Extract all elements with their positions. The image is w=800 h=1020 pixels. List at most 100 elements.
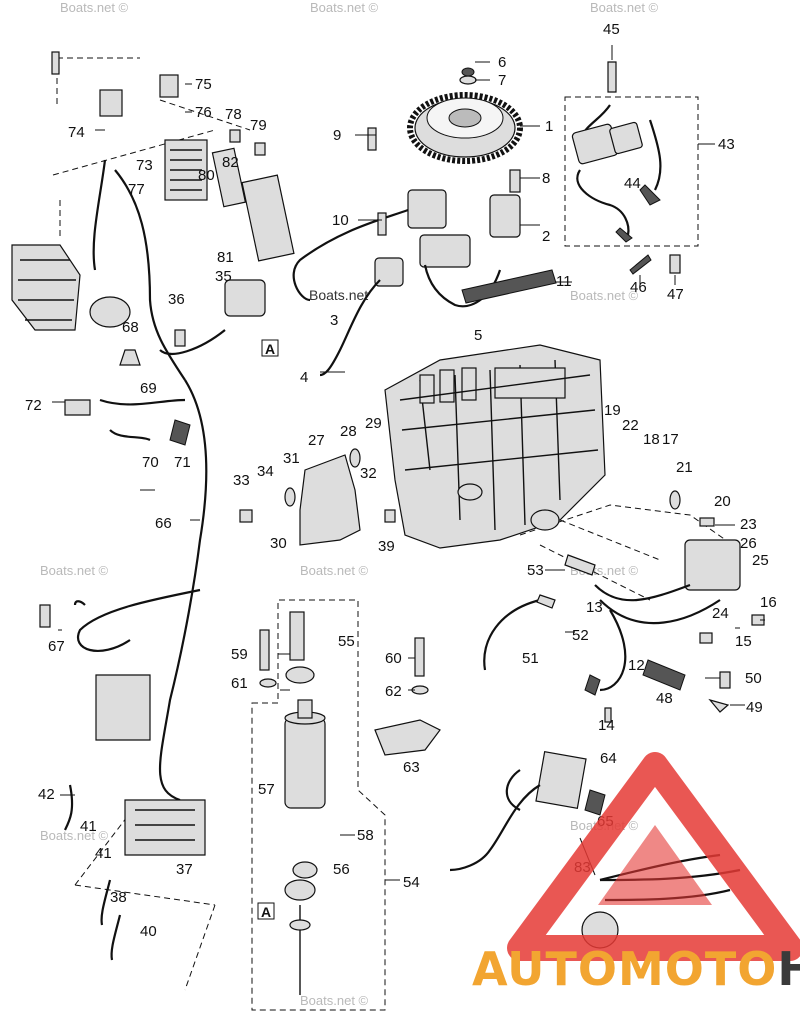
ignition-coil (571, 61, 662, 243)
callout-3: 3 (330, 312, 338, 329)
callout-64: 64 (600, 750, 617, 767)
callout-57: 57 (258, 781, 275, 798)
watermark: Boats.net © (310, 0, 379, 15)
callout-79: 79 (250, 117, 267, 134)
engine-block (384, 344, 606, 549)
callout-6: 6 (498, 54, 506, 71)
logo-hub: HUB (777, 942, 800, 996)
callout-75: 75 (195, 76, 212, 93)
callout-22: 22 (622, 417, 639, 434)
wire-harness-right (483, 539, 741, 696)
left-harness (11, 74, 295, 961)
callout-68: 68 (122, 319, 139, 336)
callout-60: 60 (385, 650, 402, 667)
callout-74: 74 (68, 124, 85, 141)
watermark: Boats.net © (300, 993, 369, 1008)
callout-71: 71 (174, 454, 191, 471)
callout-69: 69 (140, 380, 157, 397)
watermark: Boats.net © (590, 0, 659, 15)
group-line (519, 504, 741, 601)
automotohub-logo: AUTOMOTOHUB (472, 752, 800, 996)
callout-23: 23 (740, 516, 757, 533)
callout-77: 77 (128, 181, 145, 198)
callout-26: 26 (740, 535, 757, 552)
callout-50: 50 (745, 670, 762, 687)
callout-61: 61 (231, 675, 248, 692)
watermark: Boats.net © (60, 0, 129, 15)
callout-45: 45 (603, 21, 620, 38)
callout-73: 73 (136, 157, 153, 174)
starter-motor (284, 611, 441, 995)
callout-11: 11 (556, 273, 572, 290)
stator-coils (292, 189, 557, 377)
group-line (74, 799, 216, 991)
leader-lines (52, 45, 765, 881)
callout-13: 13 (586, 599, 603, 616)
callout-21: 21 (676, 459, 693, 476)
callout-36: 36 (168, 291, 185, 308)
callout-35: 35 (215, 268, 232, 285)
callout-47: 47 (667, 286, 684, 303)
callout-81: 81 (217, 249, 234, 266)
callout-7: 7 (498, 72, 506, 89)
bracket (299, 454, 361, 546)
callout-20: 20 (714, 493, 731, 510)
callout-80: 80 (198, 167, 215, 184)
callout-67: 67 (48, 638, 65, 655)
callout-39: 39 (378, 538, 395, 555)
callout-24: 24 (712, 605, 729, 622)
group-box-54 (251, 599, 386, 1011)
callout-49: 49 (746, 699, 763, 716)
logo-auto: AUTO (472, 942, 618, 996)
callout-38: 38 (110, 889, 127, 906)
callout-41: 41 (80, 818, 97, 835)
callout-51: 51 (522, 650, 539, 667)
callout-32: 32 (360, 465, 377, 482)
callout-17: 17 (662, 431, 679, 448)
callout-2: 2 (542, 228, 550, 245)
callout-63: 63 (403, 759, 420, 776)
callout-28: 28 (340, 423, 357, 440)
watermark: Boats.net © (570, 288, 639, 303)
callout-10: 10 (332, 212, 349, 229)
group-outlines (52, 57, 741, 1011)
watermark-center: Boats.net (309, 287, 368, 303)
callout-62: 62 (385, 683, 402, 700)
callout-34: 34 (257, 463, 274, 480)
callout-76: 76 (195, 104, 212, 121)
callout-54: 54 (403, 874, 420, 891)
watermark: Boats.net © (40, 563, 109, 578)
callout-19: 19 (604, 402, 621, 419)
callout-43: 43 (718, 136, 735, 153)
callout-12: 12 (628, 657, 645, 674)
logo-text: AUTOMOTOHUB (472, 942, 800, 996)
callout-48: 48 (656, 690, 673, 707)
callout-53: 53 (527, 562, 544, 579)
logo-moto: MOTO (618, 942, 777, 996)
callout-59: 59 (231, 646, 248, 663)
callout-18: 18 (643, 431, 660, 448)
callout-33: 33 (233, 472, 250, 489)
callout-52: 52 (572, 627, 589, 644)
callout-9: 9 (333, 127, 341, 144)
reference-marker-a: A A (257, 339, 279, 920)
callout-58: 58 (357, 827, 374, 844)
callout-37: 37 (176, 861, 193, 878)
callout-27: 27 (308, 432, 325, 449)
callout-40: 40 (140, 923, 157, 940)
callout-66: 66 (155, 515, 172, 532)
logo-triangle-mark (507, 752, 800, 961)
callout-70: 70 (142, 454, 159, 471)
callout-labels: 1 2 3 4 5 6 7 8 9 10 11 12 13 14 15 16 1… (25, 21, 777, 940)
callout-56: 56 (333, 861, 350, 878)
callout-4: 4 (300, 369, 308, 386)
callout-8: 8 (542, 170, 550, 187)
group-box-43 (564, 96, 699, 247)
callout-41b: 41 (95, 845, 112, 862)
box-label: A (261, 904, 271, 920)
callout-42: 42 (38, 786, 55, 803)
callout-25: 25 (752, 552, 769, 569)
callout-46: 46 (630, 279, 647, 296)
watermark: Boats.net © (40, 828, 109, 843)
